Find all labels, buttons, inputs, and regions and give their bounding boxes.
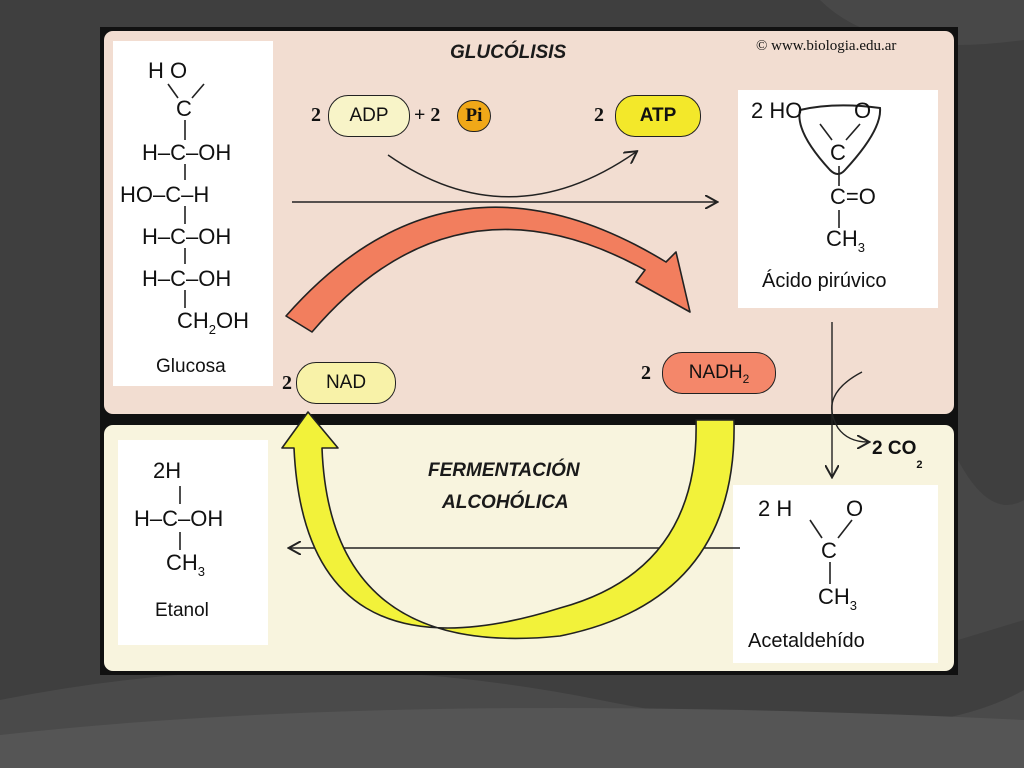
co2-label: 2 CO2 [872, 438, 923, 471]
glucose-line-3: H–C–OH [142, 140, 232, 165]
pyruvic-prefix: 2 HO [751, 98, 803, 123]
nad-pill: NAD [296, 362, 396, 404]
pyruvic-c1: C [830, 140, 846, 165]
pyruvic-label: Ácido pirúvico [762, 270, 887, 292]
acetaldehyde-bonds [809, 519, 853, 584]
ethanol-top: 2H [153, 458, 182, 483]
carboxyl-highlight [798, 104, 882, 175]
glucose-line-4: HO–C–H [120, 182, 210, 207]
pyruvic-c2: C=O [830, 184, 876, 209]
fermentation-title-line1: FERMENTACIÓN [428, 460, 580, 481]
copyright-text: © www.biologia.edu.ar [756, 38, 897, 54]
pyruvic-o-top: O [854, 98, 872, 123]
atp-pill: ATP [615, 95, 701, 137]
glucose-label: Glucosa [156, 356, 226, 377]
glucose-line-1: H O [148, 58, 188, 83]
acetaldehyde-ch3: CH3 [818, 584, 858, 613]
glucose-box [113, 41, 273, 386]
adp-pill: ADP [328, 95, 410, 137]
pyruvic-box [738, 90, 938, 308]
ethanol-label: Etanol [155, 600, 209, 621]
ethanol-box [118, 440, 268, 645]
acetaldehyde-label: Acetaldehído [748, 630, 865, 652]
nadh-coefficient: 2 [641, 362, 651, 384]
acetaldehyde-prefix: 2 H [758, 496, 793, 521]
yellow-curved-arrow [281, 411, 735, 640]
pyruvic-bonds [819, 123, 861, 228]
nad-coefficient: 2 [282, 372, 292, 394]
glucose-line-7: CH2OH [177, 308, 250, 337]
adp-coefficient: 2 [311, 104, 321, 126]
pi-plus: + 2 [414, 104, 441, 126]
salmon-curved-arrow [285, 206, 691, 333]
acetaldehyde-o-top: O [846, 496, 864, 521]
glucose-line-2: C [176, 96, 192, 121]
co2-arrow [831, 371, 868, 442]
glycolysis-title: GLUCÓLISIS [450, 42, 567, 63]
ethanol-ch3: CH3 [166, 550, 206, 579]
acetaldehyde-box [733, 485, 938, 663]
glucose-line-6: H–C–OH [142, 266, 232, 291]
pi-pill: Pi [457, 100, 491, 132]
glucose-bonds [167, 83, 205, 308]
ethanol-middle: H–C–OH [134, 506, 224, 531]
atp-coefficient: 2 [594, 104, 604, 126]
pyruvic-ch3: CH3 [826, 226, 866, 255]
fermentation-title-line2: ALCOHÓLICA [442, 492, 569, 513]
adp-atp-arrow [387, 152, 636, 198]
glucose-line-5: H–C–OH [142, 224, 232, 249]
acetaldehyde-c: C [821, 538, 837, 563]
